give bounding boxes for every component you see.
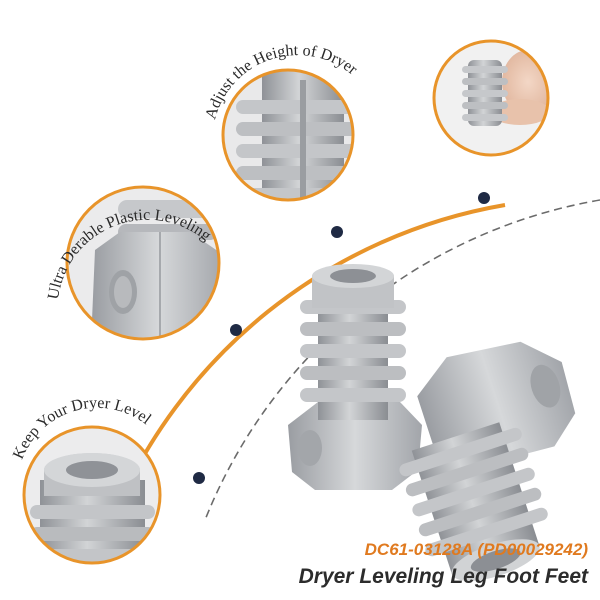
height-detail-circle bbox=[221, 68, 355, 202]
arc-dots bbox=[193, 192, 490, 484]
model-number-caption: DC61-03128A (PD00029242) bbox=[364, 540, 588, 559]
product-name-caption: Dryer Leveling Leg Foot Feet bbox=[298, 565, 588, 588]
arc-dot bbox=[478, 192, 490, 204]
arc-dot bbox=[193, 472, 205, 484]
arc-dot bbox=[331, 226, 343, 238]
leveling-foot-lying bbox=[399, 341, 576, 581]
leveling-foot-standing bbox=[288, 264, 422, 490]
arc-dot bbox=[230, 324, 242, 336]
durable-detail-circle bbox=[65, 185, 221, 341]
hand-photo-circle bbox=[432, 39, 550, 157]
